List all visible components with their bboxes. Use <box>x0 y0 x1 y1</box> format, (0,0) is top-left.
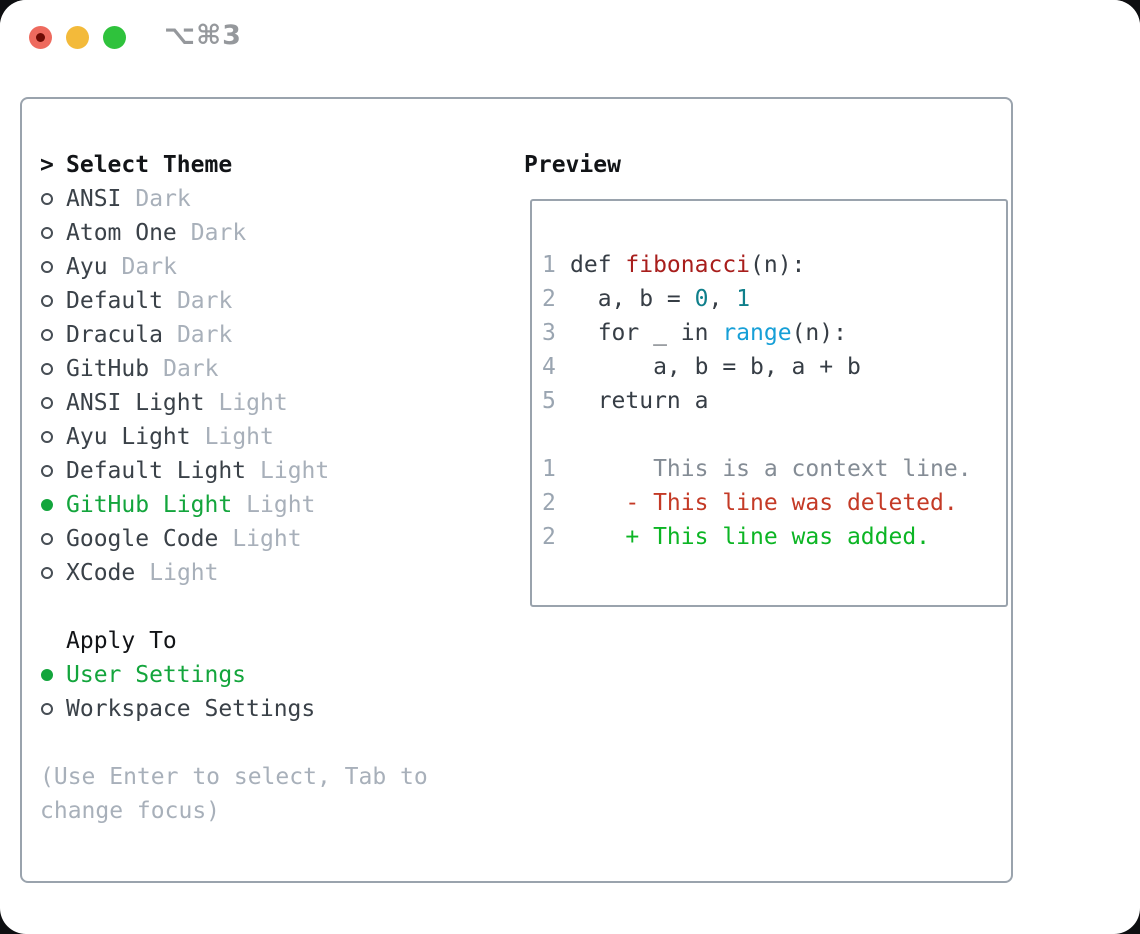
option-label: Default Light <box>66 458 247 484</box>
theme-option-dracula-dark[interactable]: Dracula Dark <box>40 318 472 352</box>
preview-line: 2 a, b = 0, 1 <box>542 282 1006 316</box>
option-label: XCode <box>66 560 136 586</box>
maximize-button[interactable] <box>103 26 126 49</box>
option-variant-label: Light <box>232 526 302 552</box>
radio-unselected-icon <box>41 227 53 239</box>
option-variant-label: Light <box>246 492 316 518</box>
radio-unselected-icon <box>41 397 53 409</box>
preview-title: Preview <box>524 152 621 178</box>
line-number: 2 <box>542 286 556 312</box>
theme-option-ansi-light-light[interactable]: ANSI Light Light <box>40 386 472 420</box>
theme-option-atom-one-dark[interactable]: Atom One Dark <box>40 216 472 250</box>
line-content: a, b = 0, 1 <box>570 286 751 312</box>
theme-option-github-light-light[interactable]: GitHub Light Light <box>40 488 472 522</box>
line-content: return a <box>570 388 709 414</box>
preview-line: 5 return a <box>542 384 1006 418</box>
hint-text: (Use Enter to select, Tab to change focu… <box>40 764 428 824</box>
option-variant-label: Dark <box>163 356 219 382</box>
preview-line: 1 This is a context line. <box>542 452 1006 486</box>
radio-unselected-icon <box>41 363 53 375</box>
option-variant-label: Light <box>260 458 330 484</box>
line-number: 1 <box>542 456 556 482</box>
line-number: 4 <box>542 354 556 380</box>
theme-option-default-light-light[interactable]: Default Light Light <box>40 454 472 488</box>
option-label: Google Code <box>66 526 219 552</box>
radio-unselected-icon <box>41 703 53 715</box>
theme-option-github-dark[interactable]: GitHub Dark <box>40 352 472 386</box>
line-content: + This line was added. <box>570 524 931 550</box>
apply-option-workspace-settings[interactable]: Workspace Settings <box>40 692 472 726</box>
radio-selected-icon <box>41 499 53 511</box>
theme-list-title: Select Theme <box>66 152 233 178</box>
apply-option-user-settings[interactable]: User Settings <box>40 658 472 692</box>
option-variant-label: Light <box>149 560 219 586</box>
option-label: User Settings <box>66 662 247 688</box>
option-variant-label: Dark <box>190 220 247 246</box>
line-number: 3 <box>542 320 556 346</box>
option-label: Ayu Light <box>66 424 191 450</box>
line-number: 2 <box>542 490 556 516</box>
option-label: Atom One <box>66 220 177 246</box>
radio-unselected-icon <box>41 193 53 205</box>
preview-line <box>542 418 1006 452</box>
radio-unselected-icon <box>41 329 53 341</box>
preview-line: 2 + This line was added. <box>542 520 1006 554</box>
line-number: 1 <box>542 252 556 278</box>
option-label: Dracula <box>66 322 163 348</box>
window-titlebar: ⌥⌘3 <box>0 0 1140 97</box>
option-variant-label: Dark <box>176 288 233 314</box>
radio-selected-icon <box>41 669 53 681</box>
selection-caret-icon: > <box>40 152 54 178</box>
radio-unselected-icon <box>41 431 53 443</box>
theme-option-ayu-light-light[interactable]: Ayu Light Light <box>40 420 472 454</box>
option-label: GitHub Light <box>66 492 233 518</box>
apply-to-title: Apply To <box>66 628 177 654</box>
option-label: ANSI <box>66 186 122 212</box>
line-content: for _ in range(n): <box>570 320 847 346</box>
radio-unselected-icon <box>41 533 53 545</box>
window-shortcut-label: ⌥⌘3 <box>164 20 242 51</box>
theme-list-title-row: > Select Theme <box>40 148 472 182</box>
option-variant-label: Dark <box>135 186 191 212</box>
minimize-button[interactable] <box>66 26 89 49</box>
option-label: Ayu <box>66 254 108 280</box>
preview-line: 3 for _ in range(n): <box>542 316 1006 350</box>
preview-line: 2 - This line was deleted. <box>542 486 1006 520</box>
option-label: GitHub <box>66 356 150 382</box>
theme-option-ayu-dark[interactable]: Ayu Dark <box>40 250 472 284</box>
line-content: def fibonacci(n): <box>570 252 806 278</box>
radio-unselected-icon <box>41 567 53 579</box>
option-label: Default <box>66 288 163 314</box>
radio-unselected-icon <box>41 295 53 307</box>
theme-option-default-dark[interactable]: Default Dark <box>40 284 472 318</box>
option-label: Workspace Settings <box>66 696 316 722</box>
option-variant-label: Light <box>218 390 288 416</box>
option-label: ANSI Light <box>66 390 205 416</box>
line-content: This is a context line. <box>570 456 972 482</box>
line-number: 2 <box>542 524 556 550</box>
theme-option-google-code-light[interactable]: Google Code Light <box>40 522 472 556</box>
radio-unselected-icon <box>41 465 53 477</box>
line-content: - This line was deleted. <box>570 490 958 516</box>
preview-line: 4 a, b = b, a + b <box>542 350 1006 384</box>
radio-unselected-icon <box>41 261 53 273</box>
line-number: 5 <box>542 388 556 414</box>
preview-line: 1 def fibonacci(n): <box>542 248 1006 282</box>
apply-to-title-row: Apply To <box>40 624 472 658</box>
option-variant-label: Dark <box>176 322 233 348</box>
theme-option-xcode-light[interactable]: XCode Light <box>40 556 472 590</box>
close-dot-icon <box>36 33 45 42</box>
theme-option-ansi-dark[interactable]: ANSI Dark <box>40 182 472 216</box>
close-button[interactable] <box>29 26 52 49</box>
line-content: a, b = b, a + b <box>570 354 861 380</box>
option-variant-label: Dark <box>121 254 177 280</box>
option-variant-label: Light <box>204 424 274 450</box>
